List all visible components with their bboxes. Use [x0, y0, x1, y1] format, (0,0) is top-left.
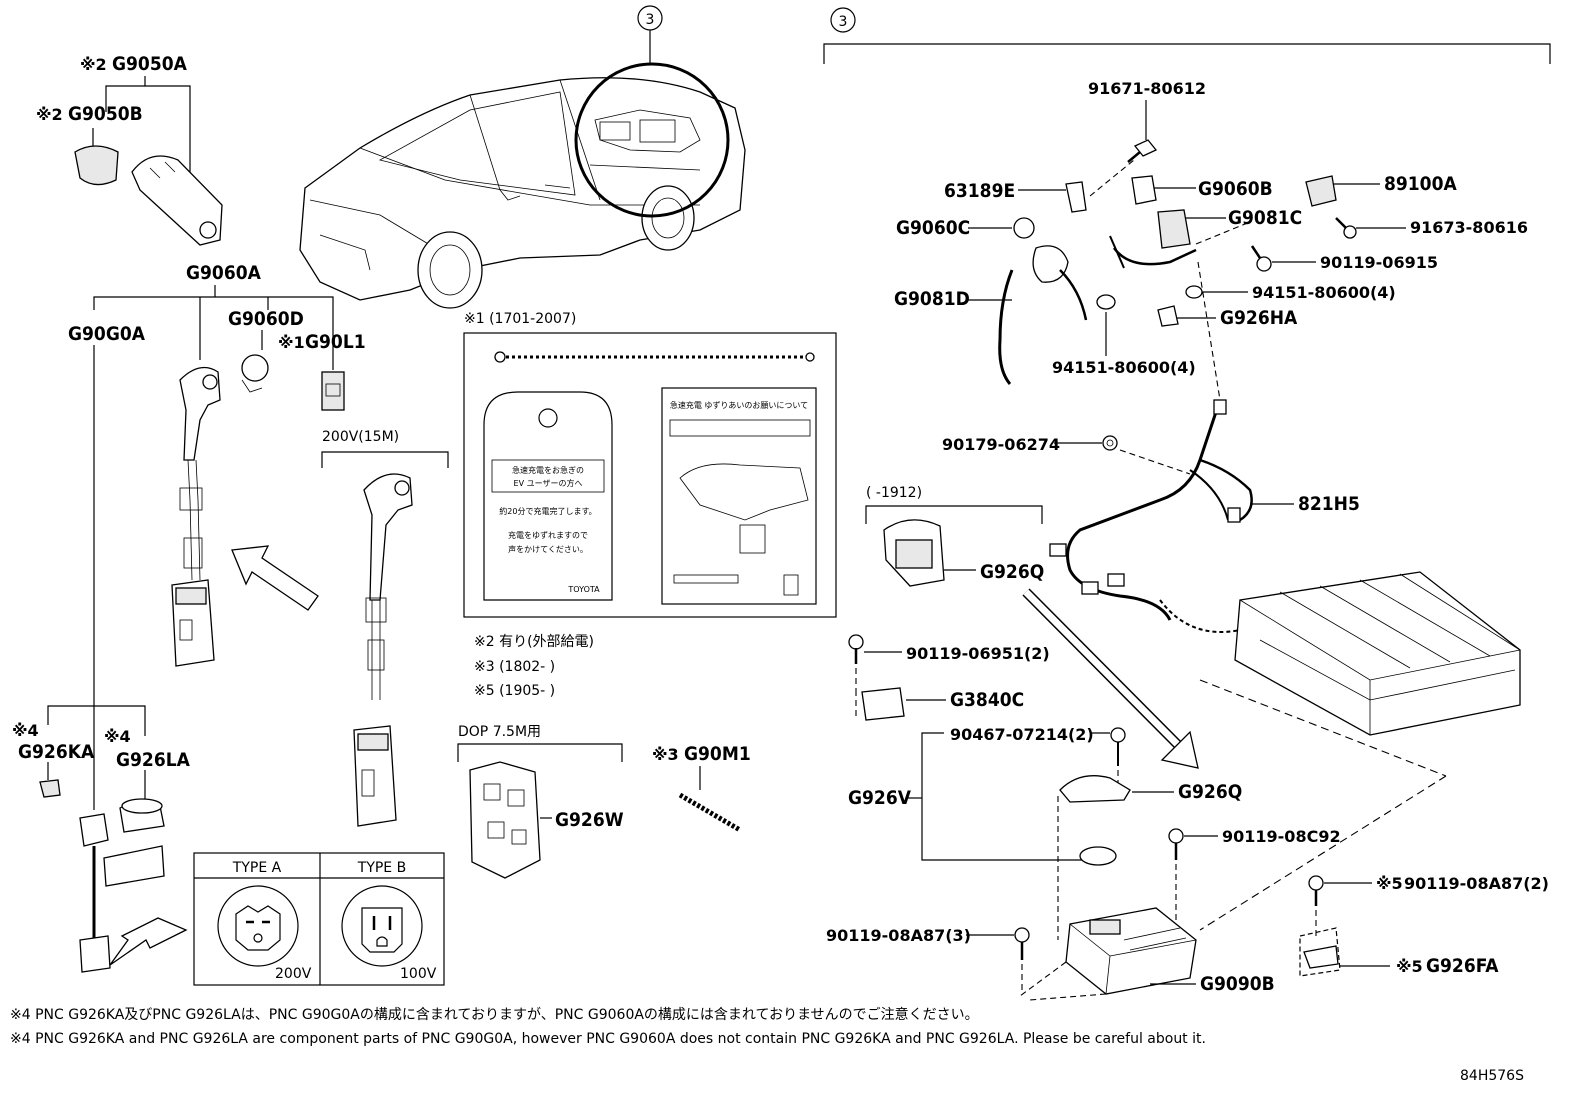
- note-1-box: ※1 (1701-2007) 急速充電をお急ぎの EV ユーザーの方へ 約20分…: [463, 311, 837, 618]
- part-label-g926q-b: G926Q: [1178, 781, 1242, 803]
- part-label-90179-06274: 90179-06274: [942, 435, 1060, 454]
- label-range-1912: ( -1912): [866, 485, 922, 501]
- mark-5-a: ※5: [1376, 874, 1403, 893]
- tag-brand: TOYOTA: [567, 585, 600, 594]
- part-label-63189e: 63189E: [944, 180, 1015, 202]
- tag-text-4: 充電をゆずれますので: [508, 530, 588, 540]
- tag-text-3: 約20分で充電完了します。: [499, 506, 596, 516]
- label-dop: DOP 7.5M用: [458, 724, 541, 740]
- part-label-g9050b: G9050B: [68, 103, 143, 125]
- tag-text-2: EV ユーザーの方へ: [514, 478, 583, 488]
- charge-cable-group: ※2 G9050A ※2 G9050B G9060A G90G0A G9060D…: [36, 53, 449, 827]
- footnote-japanese: ※4 PNC G926KA及びPNC G926LAは、PNC G90G0Aの構成…: [10, 1006, 979, 1023]
- note-2: ※2 有り(外部給電): [474, 634, 594, 650]
- part-label-g9060a: G9060A: [186, 262, 262, 284]
- part-label-g9060c: G9060C: [896, 217, 970, 239]
- vehicle-illustration: 3: [299, 5, 746, 309]
- right-section: 3 91671-80612 63189E G9060B 89100A G9060…: [823, 7, 1551, 1001]
- cap-g9050b-shape: [74, 145, 119, 186]
- part-label-94151-80600-a: 94151-80600(4): [1252, 283, 1396, 302]
- label-100v: 100V: [400, 966, 437, 982]
- label-range-1701: ※1 (1701-2007): [464, 311, 576, 327]
- part-label-g926ka: G926KA: [18, 741, 95, 763]
- part-label-g926ha: G926HA: [1220, 307, 1298, 329]
- mark-4-a: ※4: [12, 721, 39, 740]
- part-label-90119-08a87-3: 90119-08A87(3): [826, 926, 971, 945]
- type-b-plug-icon: [341, 885, 423, 967]
- part-label-g9090b: G9090B: [1200, 973, 1275, 995]
- part-label-g926fa: G926FA: [1426, 955, 1499, 977]
- part-label-90119-06951: 90119-06951(2): [906, 644, 1050, 663]
- type-a-header: TYPE A: [232, 860, 282, 876]
- tag-text-5: 声をかけてください。: [508, 544, 588, 554]
- card-title: 急速充電 ゆずりあいのお願いについて: [670, 400, 808, 410]
- part-label-821h5: 821H5: [1298, 493, 1360, 515]
- part-label-g90m1: G90M1: [684, 743, 751, 765]
- part-label-94151-80600-b: 94151-80600(4): [1052, 358, 1196, 377]
- mark-1: ※1: [278, 333, 305, 352]
- part-label-90467-07214: 90467-07214(2): [950, 725, 1094, 744]
- note-3: ※3 (1802- ): [474, 659, 555, 675]
- label-200v: 200V: [275, 966, 312, 982]
- callout-3-car: 3: [646, 12, 655, 28]
- part-label-g90l1: G90L1: [305, 331, 366, 353]
- part-label-g9081c: G9081C: [1228, 207, 1302, 229]
- type-b-header: TYPE B: [357, 860, 406, 876]
- part-label-g926w: G926W: [555, 809, 624, 831]
- type-a-plug-icon: [217, 885, 299, 967]
- part-label-g926v: G926V: [848, 787, 912, 809]
- label-200v-15m: 200V(15M): [322, 429, 399, 445]
- part-label-91671-80612: 91671-80612: [1088, 79, 1206, 98]
- mark-4-b: ※4: [104, 727, 131, 746]
- battery-pack-illustration: [1234, 571, 1521, 736]
- part-label-90119-08c92: 90119-08C92: [1222, 827, 1341, 846]
- part-label-g3840c: G3840C: [950, 689, 1024, 711]
- part-label-g9050a: G9050A: [112, 53, 188, 75]
- adapter-group: ※4 G926KA ※4 G926LA: [12, 705, 191, 973]
- part-label-g9081d: G9081D: [894, 288, 970, 310]
- callout-3-section: 3: [839, 14, 848, 30]
- plug-type-table: TYPE A TYPE B 200V 100V: [193, 852, 445, 986]
- part-label-g926q-a: G926Q: [980, 561, 1044, 583]
- mark-3: ※3: [652, 745, 679, 764]
- tag-text-1: 急速充電をお急ぎの: [512, 465, 584, 475]
- part-label-g9060b: G9060B: [1198, 178, 1273, 200]
- note-5: ※5 (1905- ): [474, 683, 555, 699]
- mark-5-b: ※5: [1396, 957, 1423, 976]
- footnote-english: ※4 PNC G926KA and PNC G926LA are compone…: [10, 1031, 1206, 1047]
- dop-bracket-group: DOP 7.5M用 G926W ※3 G90M1: [457, 724, 751, 879]
- diagram-code: 84H576S: [1460, 1068, 1524, 1084]
- part-label-g9060d: G9060D: [228, 308, 304, 330]
- part-label-g926la: G926LA: [116, 749, 191, 771]
- part-label-91673-80616: 91673-80616: [1410, 218, 1528, 237]
- part-label-g90g0a: G90G0A: [68, 323, 146, 345]
- part-label-90119-06915: 90119-06915: [1320, 253, 1438, 272]
- mark-2-b: ※2: [36, 105, 63, 124]
- part-label-89100a: 89100A: [1384, 173, 1457, 195]
- part-label-90119-08a87-2: 90119-08A87(2): [1404, 874, 1549, 893]
- mark-2-a: ※2: [80, 55, 107, 74]
